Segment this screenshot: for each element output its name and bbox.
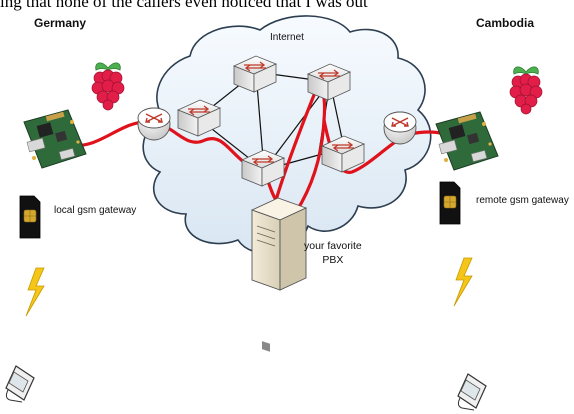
router-icon [383, 111, 417, 145]
pbx-label: your favorite PBX [304, 240, 362, 266]
lightning-icon [453, 257, 473, 307]
internet-label: Internet [270, 32, 304, 43]
left-country-label: Germany [34, 16, 87, 30]
server-icon [250, 197, 308, 352]
lightning-icon [25, 267, 45, 317]
local-gateway-label: local gsm gateway [54, 205, 137, 216]
right-country-label: Cambodia [476, 16, 535, 30]
internet-cloud [142, 15, 432, 254]
caption-text-fragment: ing that none of the callers even notice… [0, 0, 368, 11]
sim-card-icon [19, 195, 41, 239]
remote-gateway-label: remote gsm gateway [476, 195, 569, 206]
circuit-board-icon [23, 109, 87, 169]
router-icon [137, 107, 171, 141]
mobile-phone-icon [5, 365, 35, 403]
mobile-phone-icon [457, 373, 487, 411]
raspberry-pi-logo-icon [509, 66, 543, 115]
sim-card-icon [439, 181, 461, 225]
raspberry-pi-logo-icon [91, 62, 125, 111]
circuit-board-icon [435, 111, 499, 171]
